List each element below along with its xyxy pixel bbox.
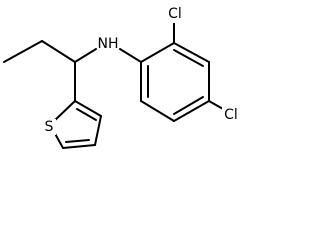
bond-c2-c3: [173, 42, 210, 63]
bond-methyl-methylene: [3, 40, 43, 63]
double-bond-t2-t3-inner: [76, 108, 97, 121]
bond-methine-nitrogen: [74, 48, 97, 63]
double-bond-t4-t5-inner: [65, 139, 90, 143]
chemical-structure-diagram: NH Cl Cl S: [3, 5, 240, 149]
ethyl-chain-bonds: [3, 40, 76, 63]
bond-c4-c5: [173, 100, 210, 122]
atom-label-nh-group: NH: [98, 35, 119, 53]
atom-label-cl-top-group: Cl: [166, 5, 184, 23]
benzene-ring-bonds: [140, 42, 210, 122]
amine-bonds: [74, 48, 142, 63]
bond-c5-c6: [140, 100, 175, 122]
bond-methylene-methine: [41, 40, 76, 63]
double-bond-c2-c3-inner: [173, 49, 204, 67]
double-bond-c4-c5-inner: [173, 96, 204, 115]
atom-label-chlorine-para: Cl: [224, 107, 238, 123]
atom-label-sulfur: S: [45, 119, 54, 135]
atom-label-s-group: S: [42, 119, 56, 135]
atom-label-nh: NH: [98, 36, 119, 52]
bond-c1-c2: [140, 42, 175, 63]
bond-c4-chlorine: [208, 100, 224, 110]
thiophene-ring-bonds: [52, 100, 102, 149]
bond-s-t2: [52, 100, 76, 123]
atom-label-cl-right-group: Cl: [222, 106, 240, 124]
bond-t3-t4: [94, 115, 102, 146]
chlorine-bonds: [173, 21, 224, 110]
bond-nitrogen-phenyl: [119, 48, 142, 63]
bond-t2-t3: [74, 100, 102, 117]
bond-t4-t5: [62, 144, 96, 149]
atom-label-chlorine-ortho: Cl: [168, 6, 182, 22]
